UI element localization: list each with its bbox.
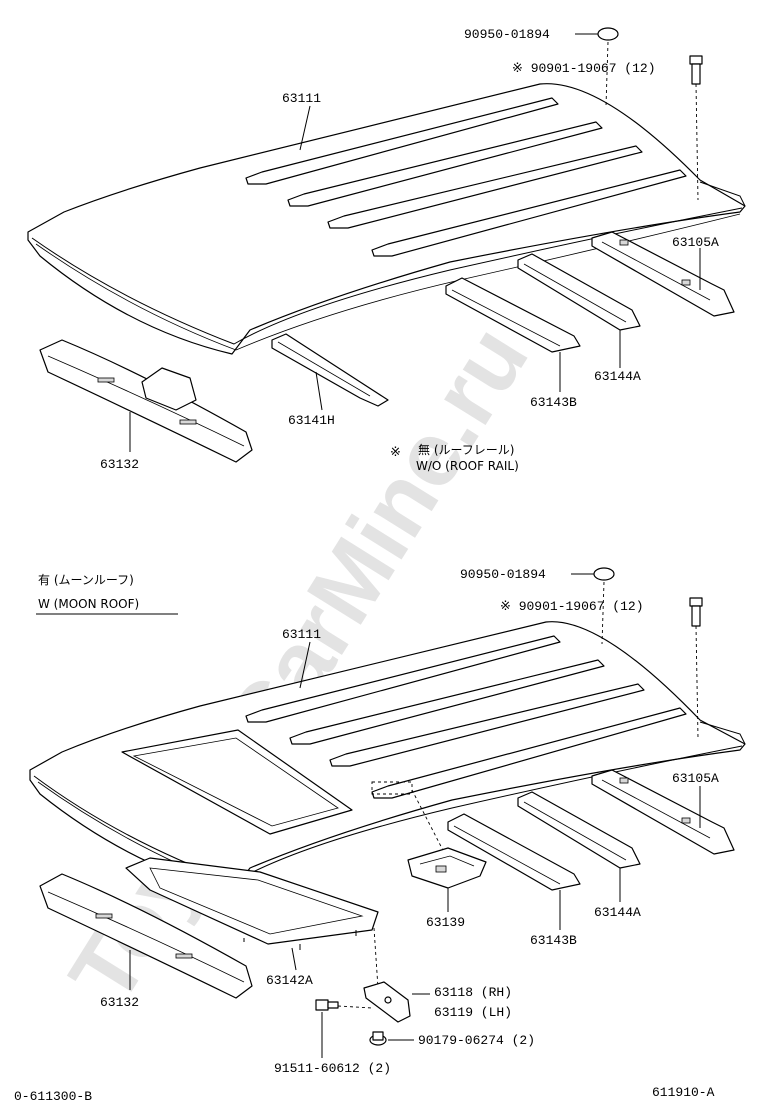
bracket-63139 xyxy=(407,847,487,889)
nut-label: 90179-06274 (2) xyxy=(418,1033,535,1048)
footer-right-code: 611910-A xyxy=(652,1085,715,1100)
moonroof-heading-en: W (MOON ROOF) xyxy=(38,597,139,611)
bolt-label-bottom: ※ 90901-19067 (12) xyxy=(500,599,644,614)
sunroof-reinforcement-63142a xyxy=(125,857,379,989)
roof-bow-63141h-top xyxy=(271,333,389,407)
roof-bow-b-label-bottom: 63143B xyxy=(530,933,577,948)
roof-bow-b-label-top: 63143B xyxy=(530,395,577,410)
rear-header-label-top: 63105A xyxy=(672,235,719,250)
roof-bow-63143b-bottom xyxy=(447,813,581,891)
plug-bottom xyxy=(571,567,615,645)
front-header-label-bottom: 63132 xyxy=(100,995,139,1010)
front-header-63132-top xyxy=(39,339,253,463)
roof-panel-label-bottom: 63111 xyxy=(282,627,321,642)
bolt-label-top: ※ 90901-19067 (12) xyxy=(512,61,656,76)
front-header-label-top: 63132 xyxy=(100,457,139,472)
roof-bow-63144a-top xyxy=(517,253,641,331)
roof-bow-a-label-top: 63144A xyxy=(594,369,641,384)
rear-header-label-bottom: 63105A xyxy=(672,771,719,786)
bolt-bottom xyxy=(689,597,703,739)
note-mark: ※ xyxy=(390,445,401,460)
bracket-lh-label: 63119 (LH) xyxy=(434,1005,512,1020)
footer-left-code: 0-611300-B xyxy=(14,1089,92,1104)
nut-90179 xyxy=(369,1031,387,1046)
roof-panel-top xyxy=(27,83,746,355)
plug-label-top: 90950-01894 xyxy=(464,27,550,42)
roof-panel-label-top: 63111 xyxy=(282,91,321,106)
plug-top xyxy=(575,27,619,41)
bolt-top xyxy=(605,41,703,201)
moonroof-heading-jp: 有 (ムーンルーフ) xyxy=(38,573,134,587)
bolt-91511 xyxy=(315,999,373,1011)
note-jp: 無 (ルーフレール) xyxy=(418,442,514,457)
bracket-center-label: 63139 xyxy=(426,915,465,930)
roof-bow-a-label-bottom: 63144A xyxy=(594,905,641,920)
rear-header-63105a-top xyxy=(591,231,735,317)
front-header-63132-bottom xyxy=(39,873,253,999)
roof-bow-h-label-top: 63141H xyxy=(288,413,335,428)
bolt-small-label: 91511-60612 (2) xyxy=(274,1061,391,1076)
roof-bow-63144a-bottom xyxy=(517,791,641,869)
roof-bow-63143b-top xyxy=(445,277,581,353)
top-roof-assembly xyxy=(27,27,746,463)
roof-panel-bottom xyxy=(29,621,746,893)
bracket-rh-label: 63118 (RH) xyxy=(434,985,512,1000)
rear-header-63105a-bottom xyxy=(591,769,735,855)
bracket-63118-63119 xyxy=(363,981,411,1023)
sunroof-reinforcement-label: 63142A xyxy=(266,973,313,988)
bottom-roof-assembly xyxy=(29,567,746,1058)
note-en: W/O (ROOF RAIL) xyxy=(416,459,519,473)
plug-label-bottom: 90950-01894 xyxy=(460,567,546,582)
